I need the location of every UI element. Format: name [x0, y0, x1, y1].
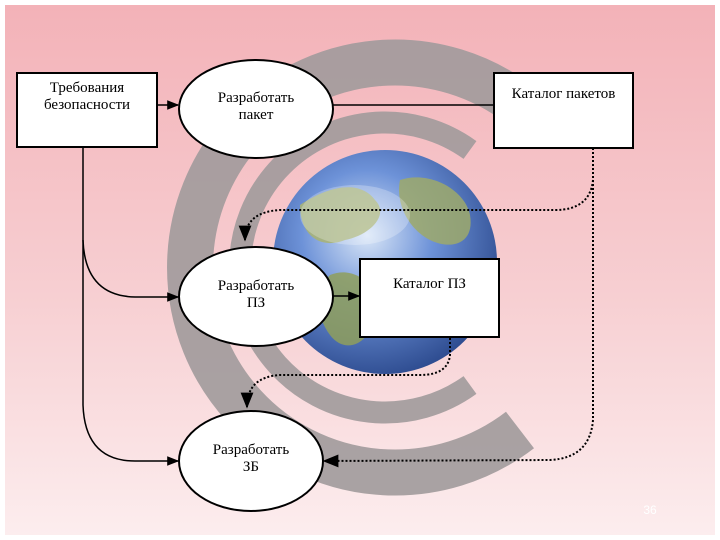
develop-package-line-1: Разработать	[217, 90, 295, 106]
requirements-line-2: безопасности	[43, 97, 131, 113]
develop-pz-line-2: ПЗ	[246, 294, 266, 311]
slide-number: 36	[643, 503, 657, 517]
package-catalog-label: Каталог пакетов	[511, 86, 616, 102]
develop-pz-node: Разработать ПЗ	[178, 246, 334, 347]
develop-package-node: Разработать пакет	[178, 59, 334, 159]
develop-zb-node: Разработать ЗБ	[178, 410, 324, 512]
pz-catalog-label: Каталог ПЗ	[393, 276, 466, 292]
requirements-line-1: Требования	[49, 80, 125, 96]
develop-package-line-2: пакет	[238, 107, 274, 123]
develop-zb-line-2: ЗБ	[242, 459, 260, 475]
develop-zb-line-1: Разработать	[212, 442, 290, 458]
develop-pz-line-1: Разработать	[217, 277, 295, 294]
requirements-box: Требования безопасности	[16, 72, 158, 148]
pz-catalog-box: Каталог ПЗ	[359, 258, 500, 338]
package-catalog-box: Каталог пакетов	[493, 72, 634, 149]
